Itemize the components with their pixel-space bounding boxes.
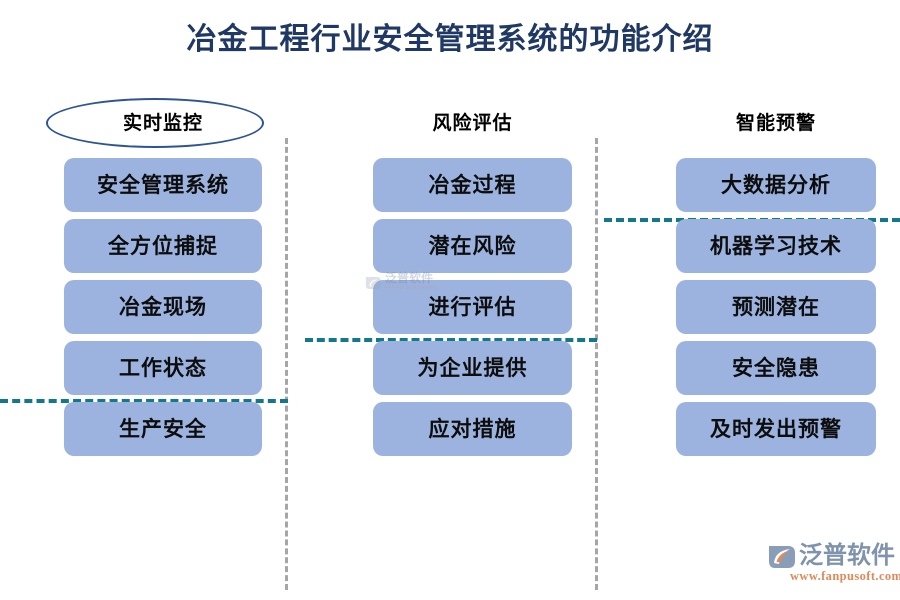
horizontal-connector-2: [305, 338, 597, 342]
page-title: 冶金工程行业安全管理系统的功能介绍: [186, 23, 714, 56]
flow-box-2-4[interactable]: 及时发出预警: [676, 402, 876, 456]
column-header-1: 风险评估: [432, 113, 513, 134]
flow-box-2-0[interactable]: 大数据分析: [676, 158, 876, 212]
vertical-divider-1: [285, 138, 288, 590]
column-intelligent-warning: 智能预警 大数据分析 机器学习技术 预测潜在 安全隐患 及时发出预警: [676, 98, 876, 463]
flow-box-2-3[interactable]: 安全隐患: [676, 341, 876, 395]
brand-logo-icon: [766, 543, 796, 571]
flow-box-1-2[interactable]: 进行评估: [373, 280, 572, 334]
brand-logo-url: www.fanpusoft.com: [790, 569, 900, 583]
column-header-2: 智能预警: [735, 113, 816, 134]
vertical-divider-2: [595, 138, 598, 590]
brand-logo-name: 泛普软件: [799, 543, 895, 569]
flow-box-2-1[interactable]: 机器学习技术: [676, 219, 876, 273]
column-header-0: 实时监控: [46, 98, 264, 150]
column-real-time-monitoring: 实时监控 安全管理系统 全方位捕捉 冶金现场 工作状态 生产安全: [46, 98, 264, 463]
flow-box-1-0[interactable]: 冶金过程: [373, 158, 572, 212]
column-risk-assessment: 风险评估 冶金过程 潜在风险 进行评估 为企业提供 应对措施: [373, 98, 572, 463]
flow-box-0-3[interactable]: 工作状态: [64, 341, 262, 395]
flow-box-1-1[interactable]: 潜在风险: [373, 219, 572, 273]
box-stack-2: 大数据分析 机器学习技术 预测潜在 安全隐患 及时发出预警: [676, 158, 876, 456]
flow-box-1-4[interactable]: 应对措施: [373, 402, 572, 456]
flow-box-0-4[interactable]: 生产安全: [64, 402, 262, 456]
flow-box-0-0[interactable]: 安全管理系统: [64, 158, 262, 212]
flow-box-0-1[interactable]: 全方位捕捉: [64, 219, 262, 273]
flow-box-1-3[interactable]: 为企业提供: [373, 341, 572, 395]
horizontal-connector-1: [0, 399, 288, 403]
box-stack-1: 冶金过程 潜在风险 进行评估 为企业提供 应对措施: [373, 158, 572, 456]
flow-box-2-2[interactable]: 预测潜在: [676, 280, 876, 334]
flow-box-0-2[interactable]: 冶金现场: [64, 280, 262, 334]
brand-logo: 泛普软件 www.fanpusoft.com: [766, 542, 900, 586]
box-stack-0: 安全管理系统 全方位捕捉 冶金现场 工作状态 生产安全: [64, 158, 262, 456]
